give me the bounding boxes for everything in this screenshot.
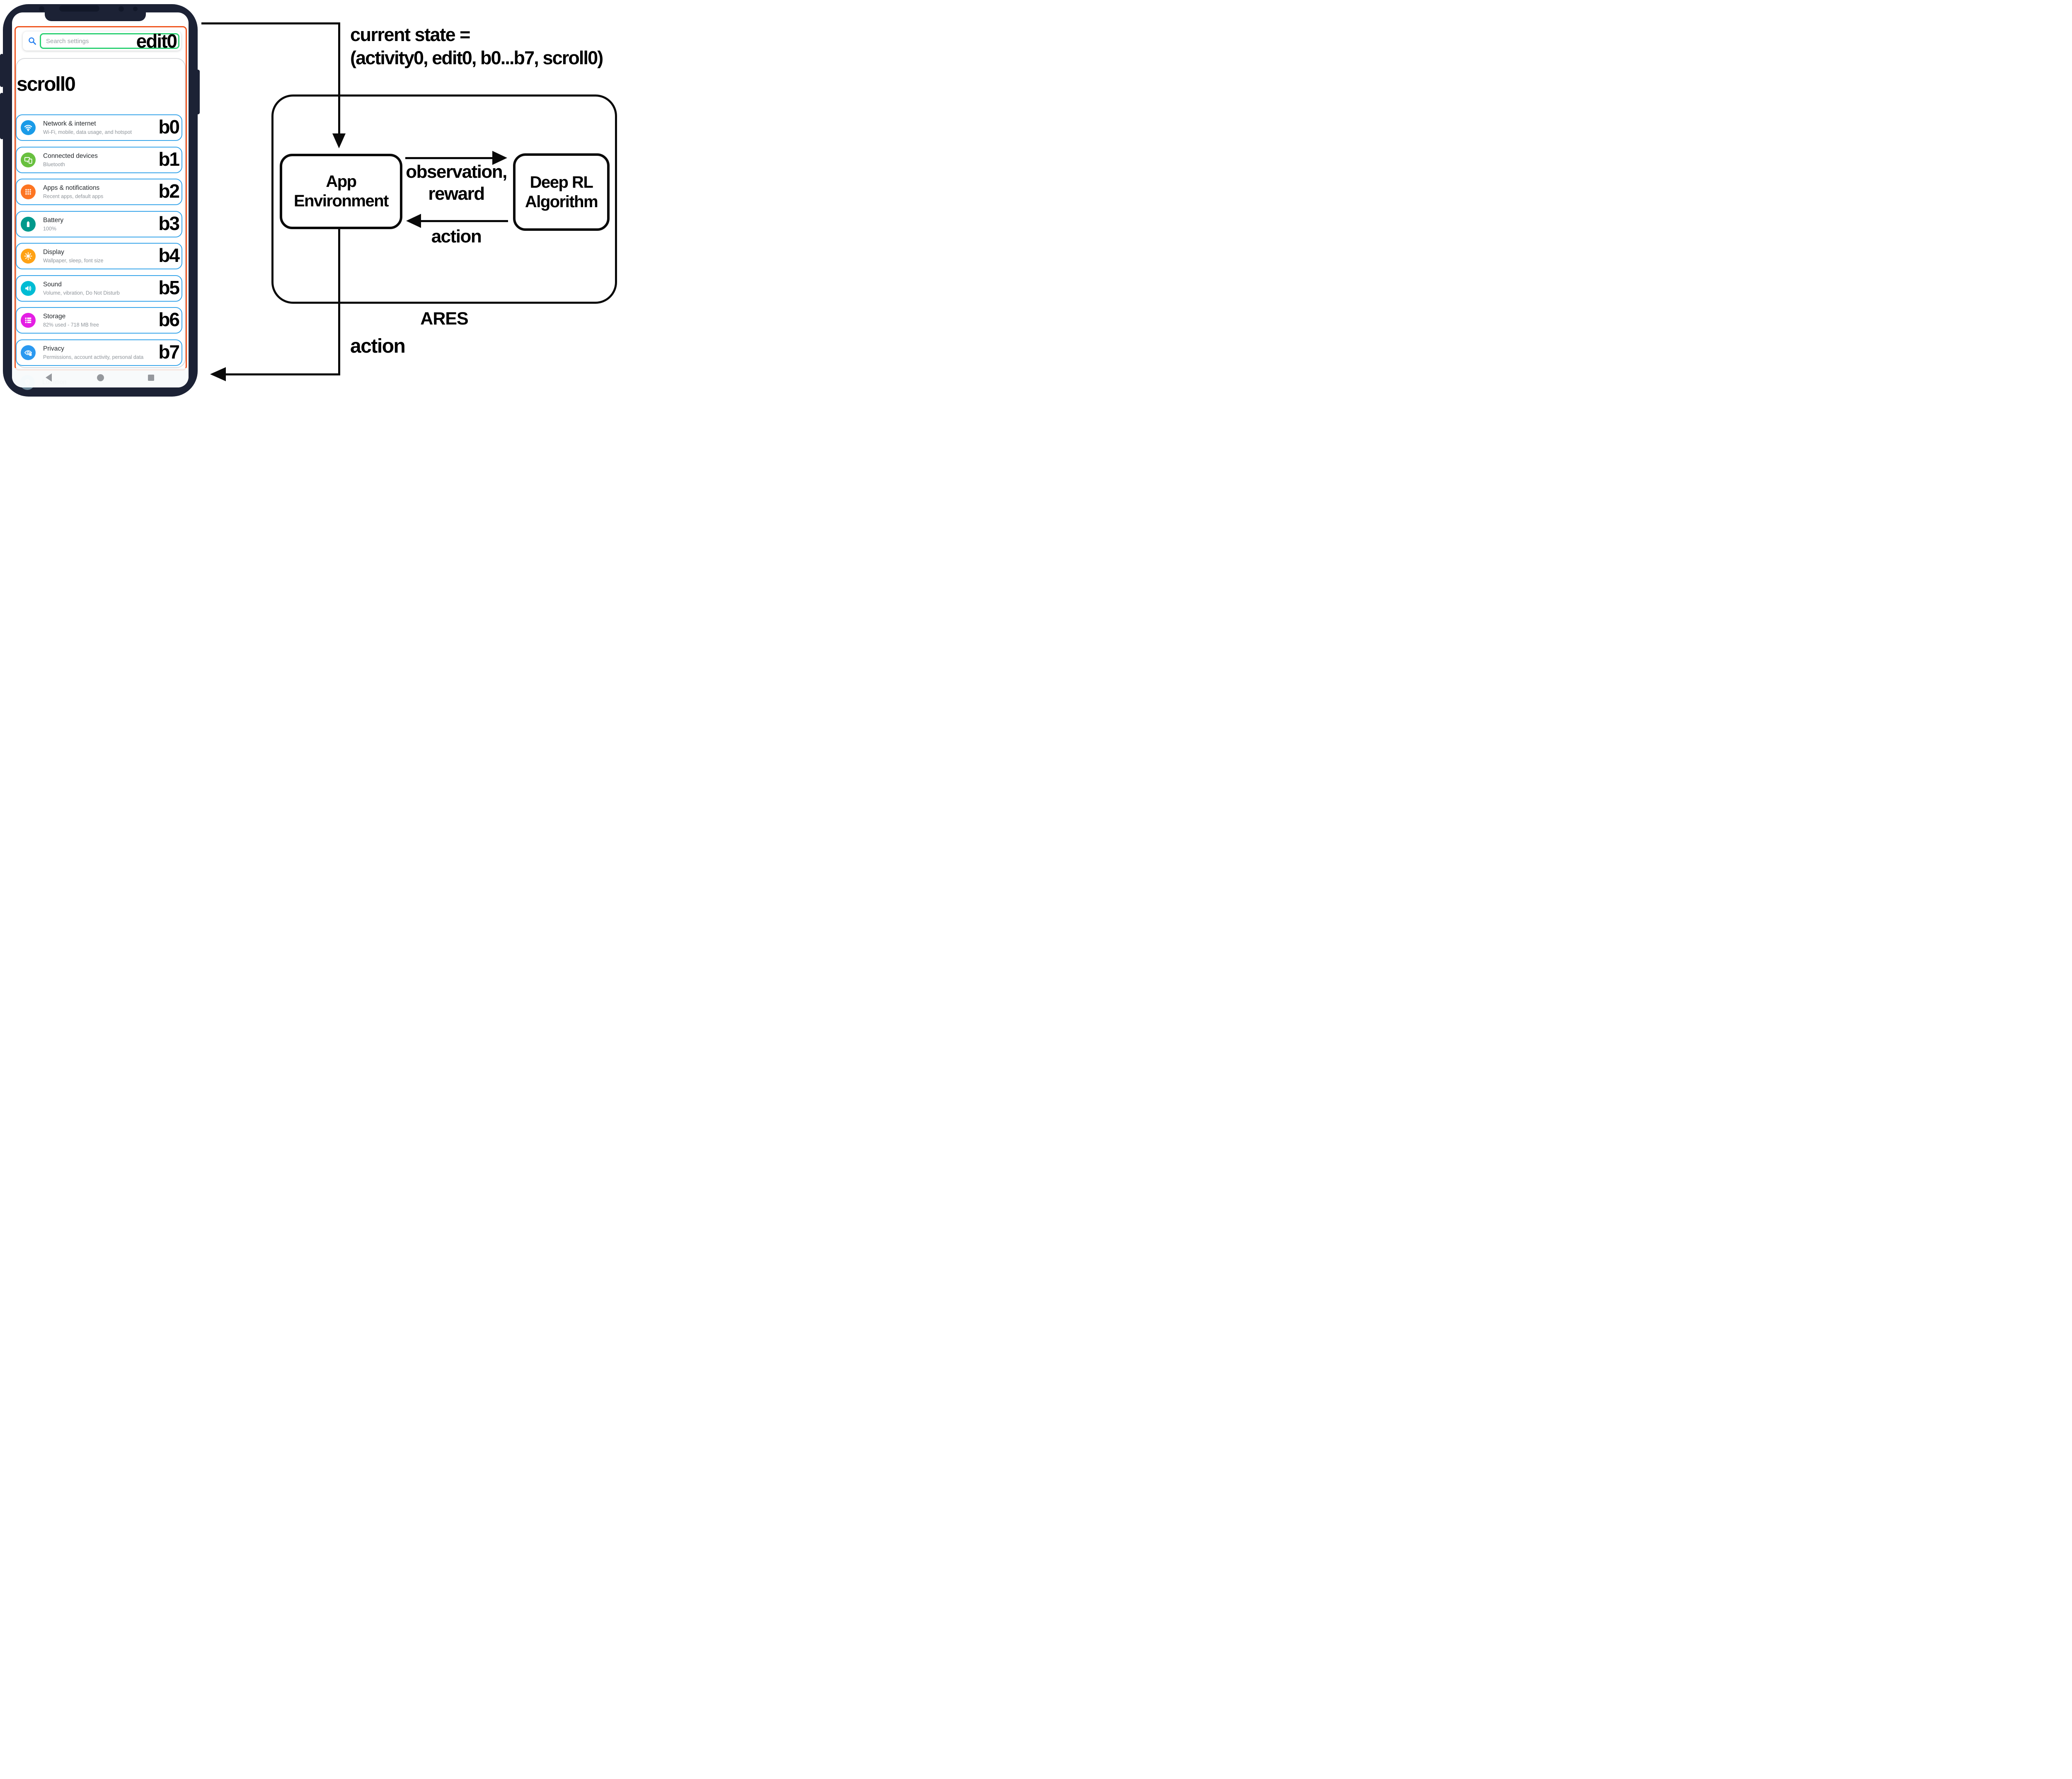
widget-id-annotation-b2: b2 (158, 180, 180, 202)
devices-icon (21, 152, 36, 167)
wifi-icon (21, 120, 36, 135)
battery-icon (21, 217, 36, 232)
settings-item-storage[interactable]: Storage 82% used - 718 MB free b6 (16, 307, 182, 334)
action-arrow-line (420, 220, 508, 222)
brightness-icon (21, 249, 36, 264)
action-label-outer: action (350, 335, 406, 357)
widget-id-annotation-b5: b5 (158, 276, 180, 298)
privacy-eye-icon (21, 345, 36, 360)
item-subtitle: Wi-Fi, mobile, data usage, and hotspot (43, 129, 132, 135)
settings-item-display[interactable]: Display Wallpaper, sleep, font size b4 (16, 243, 182, 269)
item-subtitle: Bluetooth (43, 162, 65, 167)
widget-id-annotation-b4: b4 (158, 244, 180, 266)
home-button[interactable] (97, 374, 104, 381)
item-title: Display (43, 249, 64, 256)
settings-item-apps-notifications[interactable]: Apps & notifications Recent apps, defaul… (16, 179, 182, 205)
reward-label: reward (428, 184, 485, 204)
item-title: Storage (43, 313, 66, 320)
state-flow-line (338, 22, 340, 134)
widget-id-annotation-edit0: edit0 (136, 30, 177, 52)
scroll-view[interactable] (16, 58, 186, 368)
item-subtitle: Recent apps, default apps (43, 194, 104, 199)
ares-container-box (271, 94, 617, 304)
earpiece-speaker-icon (59, 5, 99, 12)
arrow-right-icon (492, 151, 507, 165)
search-icon[interactable] (27, 36, 37, 46)
phone-power-button[interactable] (196, 70, 200, 114)
action-flow-line (338, 229, 340, 375)
item-title: Network & internet (43, 120, 96, 127)
item-title: Connected devices (43, 152, 98, 160)
phone-notch (45, 12, 146, 21)
settings-item-battery[interactable]: Battery 100% b3 (16, 211, 182, 237)
widget-id-annotation-b7: b7 (158, 341, 180, 363)
settings-item-connected-devices[interactable]: Connected devices Bluetooth b1 (16, 147, 182, 173)
storage-icon (21, 313, 36, 328)
sensor-icon (133, 7, 138, 11)
item-title: Battery (43, 217, 64, 224)
search-input[interactable]: Search settings edit0 (40, 30, 179, 52)
arrow-left-icon (210, 367, 226, 381)
search-bar: Search settings edit0 (23, 31, 181, 51)
widget-id-annotation-scroll0: scroll0 (17, 73, 76, 95)
apps-grid-icon (21, 184, 36, 199)
widget-id-annotation-b1: b1 (158, 148, 180, 170)
arrow-left-icon (406, 214, 421, 228)
settings-item-privacy[interactable]: Privacy Permissions, account activity, p… (16, 339, 182, 366)
observation-label: observation, (406, 162, 507, 182)
state-flow-line (201, 22, 339, 24)
widget-id-annotation-b3: b3 (158, 212, 180, 234)
item-subtitle: Wallpaper, sleep, font size (43, 258, 104, 264)
camera-icon (119, 6, 124, 12)
item-title: Privacy (43, 345, 64, 352)
action-flow-line (224, 373, 340, 375)
phone-volume-button[interactable] (0, 93, 4, 139)
app-environment-label-line1: App (326, 172, 357, 191)
item-subtitle: 82% used - 718 MB free (43, 322, 99, 328)
deep-rl-label-line2: Algorithm (525, 192, 598, 211)
widget-id-annotation-b6: b6 (158, 308, 180, 330)
item-title: Sound (43, 281, 62, 288)
current-state-label-line2: (activity0, edit0, b0...b7, scroll0) (350, 47, 603, 68)
ares-label: ARES (420, 309, 468, 329)
item-subtitle: Volume, vibration, Do Not Disturb (43, 290, 120, 296)
widget-id-annotation-b0: b0 (158, 116, 180, 138)
search-placeholder: Search settings (46, 37, 89, 45)
back-button[interactable] (46, 373, 52, 382)
app-environment-label-line2: Environment (294, 192, 389, 210)
settings-item-network-internet[interactable]: Network & internet Wi-Fi, mobile, data u… (16, 114, 182, 141)
figure-canvas: Search settings edit0 scroll0 Network & … (0, 0, 650, 398)
speaker-icon (21, 281, 36, 296)
deep-rl-label-line1: Deep RL (530, 173, 593, 191)
item-subtitle: 100% (43, 226, 56, 232)
current-state-label-line1: current state = (350, 24, 470, 45)
action-label-inner: action (431, 226, 482, 247)
deep-rl-algorithm-node: Deep RL Algorithm (513, 153, 610, 231)
phone-volume-button[interactable] (0, 54, 4, 87)
settings-item-sound[interactable]: Sound Volume, vibration, Do Not Disturb … (16, 275, 182, 302)
item-subtitle: Permissions, account activity, personal … (43, 354, 144, 360)
recents-button[interactable] (148, 375, 154, 381)
camera-icon (39, 6, 44, 12)
arrow-down-icon (332, 133, 346, 148)
observation-reward-arrow-line (405, 157, 492, 159)
item-title: Apps & notifications (43, 184, 100, 191)
app-environment-node: App Environment (280, 154, 402, 229)
